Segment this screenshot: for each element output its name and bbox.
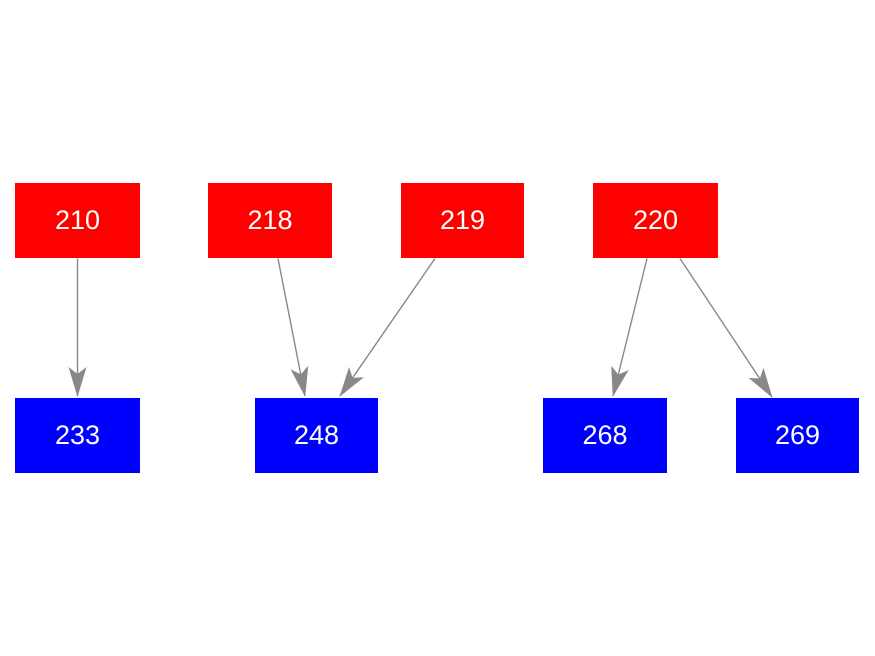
node-label: 220 [632,205,679,235]
node-218: 218 [208,183,332,258]
edge-220-268 [611,258,648,397]
node-label: 268 [582,420,628,450]
node-269: 269 [736,398,859,473]
edge-219-248 [339,258,436,397]
edge-220-269 [679,258,773,398]
node-268: 268 [543,398,667,473]
node-label: 218 [247,205,293,235]
node-233: 233 [15,398,140,473]
node-label: 269 [774,420,821,450]
node-248: 248 [255,398,378,473]
node-label: 248 [293,420,340,450]
node-220: 220 [593,183,718,258]
node-label: 219 [439,205,486,235]
node-210: 210 [15,183,140,258]
edge-218-248 [277,258,309,397]
node-219: 219 [401,183,524,258]
node-label: 210 [54,205,101,235]
node-label: 233 [54,420,101,450]
